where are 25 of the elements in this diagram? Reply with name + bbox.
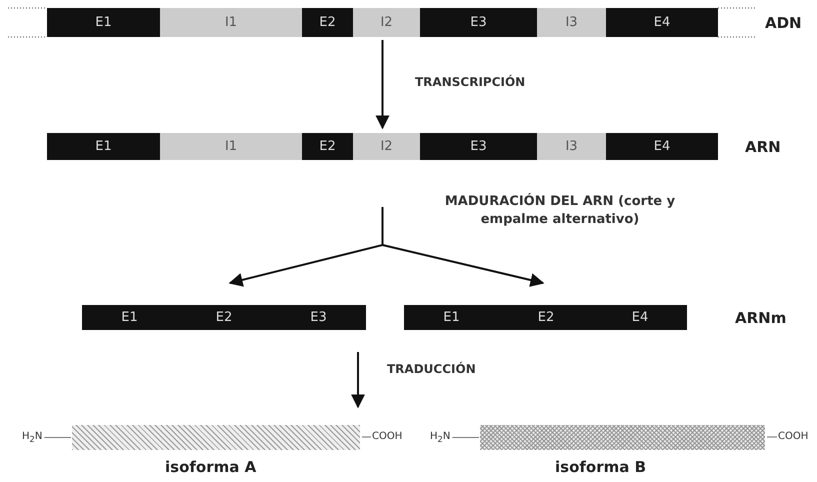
arrow [228, 244, 383, 287]
isoform-label: isoforma B [555, 458, 646, 476]
connector-line [362, 436, 372, 438]
arrow [376, 40, 390, 130]
connector-line [766, 436, 778, 438]
intron-segment: I1 [160, 133, 302, 160]
protein-bar [72, 425, 360, 450]
terminus-label: H$_{2}$N [22, 431, 42, 444]
intron-segment: I2 [353, 8, 420, 37]
strand-label: ARN [745, 138, 781, 156]
intron-segment: I3 [537, 8, 606, 37]
intron-segment: I2 [353, 133, 420, 160]
terminus-label: COOH [372, 431, 402, 442]
isoform-label: isoforma A [165, 458, 256, 476]
intron-segment: I1 [160, 8, 302, 37]
arrow [382, 244, 544, 287]
connector-line [452, 437, 480, 438]
protein-bar [480, 425, 765, 450]
connector-line [44, 437, 72, 438]
arrow [351, 352, 365, 408]
terminus-label: COOH [778, 431, 808, 442]
strand-label: ADN [765, 14, 802, 32]
strand-label: ARNm [735, 309, 786, 327]
terminus-label: H$_{2}$N [430, 431, 450, 444]
intron-segment: I3 [537, 133, 606, 160]
